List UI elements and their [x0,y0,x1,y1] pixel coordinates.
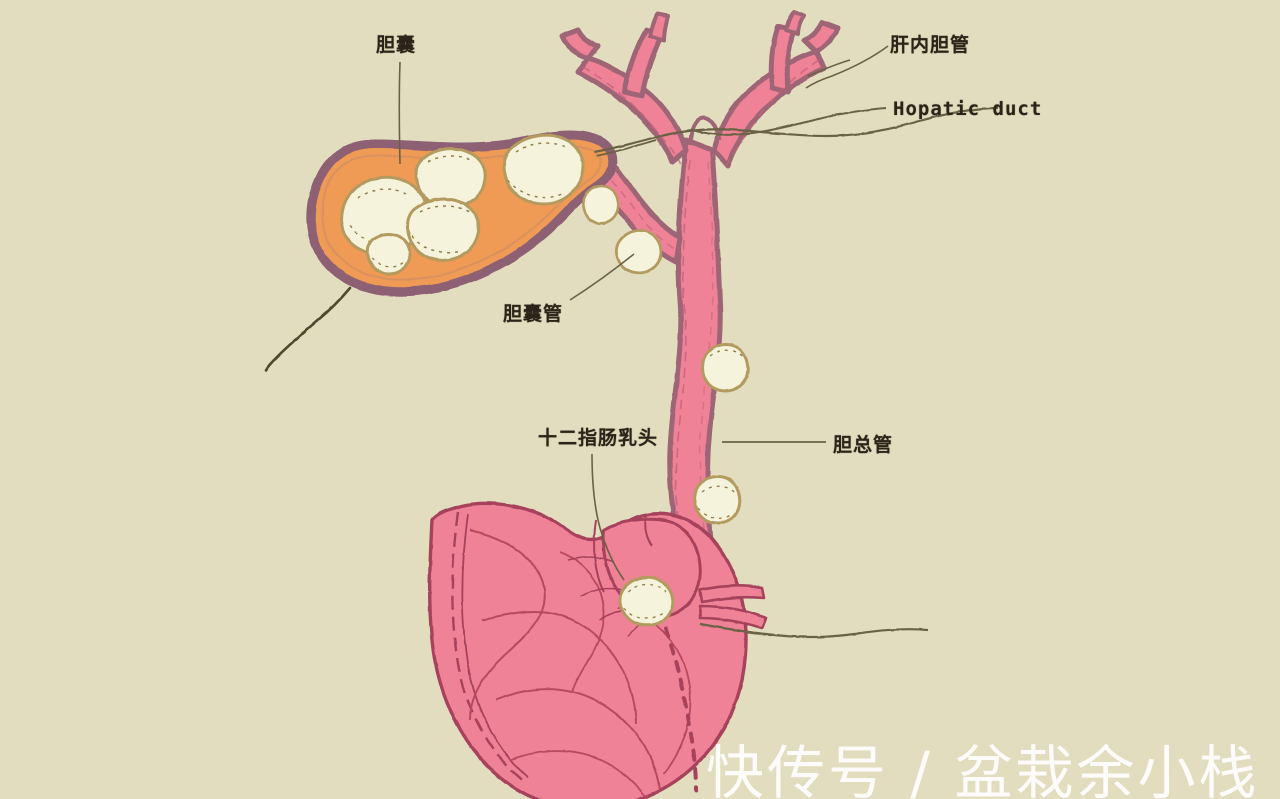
leader-line-cystic-duct [569,253,635,301]
hepatic-confluence-arch [688,116,722,146]
intrahepatic-branch-right-prong-shape [784,10,806,36]
gallstone-papilla-impacted [618,575,675,627]
gallstone-cystic-1 [582,184,620,225]
label-common-bile-duct: 胆总管 [833,434,894,456]
gallstone-gb-2-texture [427,155,475,163]
label-hepatic-duct: Hopatic duct [893,98,1043,120]
gallstone-gb-5 [366,232,412,276]
gallstone-gb-4 [406,197,481,262]
intrahepatic-branch-left-spike-shape [648,12,670,42]
duodenum-fold-2 [481,610,637,725]
accessory-duct-upper [698,584,766,604]
gallstone-gb-3-texture [507,142,569,199]
label-gallbladder: 胆囊 [376,34,417,56]
duodenum-inner-wall-line [461,513,529,779]
duodenum-fold-3 [495,688,661,791]
duodenum-dashed-marker [664,626,698,792]
gallstone-cbd-1-texture [709,349,745,359]
intrahepatic-branch-left-lateral-shape [559,27,601,61]
intrahepatic-branch-right-lateral-shape [801,19,841,55]
leader-lines-group [264,45,999,639]
leader-line-papilla [591,453,625,581]
gallstone-cystic-2 [615,229,663,275]
gallstones-group [340,133,750,627]
gallstone-gb-5-texture [371,257,405,268]
gallstone-papilla-texture [623,583,667,619]
freehand-line-upper-sweep [593,106,999,154]
label-intrahepatic-bile-duct: 肝内胆管 [890,34,971,56]
freehand-line-right-tip [807,59,851,77]
duodenum-fold-4 [509,750,647,799]
duodenum-fold-1 [469,529,546,721]
gallstone-gb-1-texture [349,188,407,247]
leader-line-gallbladder [398,61,401,165]
papilla-neck-line-right [644,515,653,547]
gallstone-gb-3 [502,133,585,206]
gallstone-gb-2 [414,147,487,210]
label-cystic-duct: 胆囊管 [503,303,564,325]
gallstone-cbd-2-texture [697,485,737,519]
gallstone-cbd-2 [693,475,742,525]
label-duodenal-papilla: 十二指肠乳头 [538,427,659,449]
duct-inner-fold-right-hepatic [723,59,821,171]
duodenum-group [428,501,768,799]
papilla-radiating-line-1 [567,556,615,563]
leader-line-hepatic-duct [691,107,887,136]
gallstone-gb-4-texture [411,205,471,254]
freehand-line-gb-connector [595,139,657,157]
leader-line-intrahepatic [805,45,889,89]
gallstone-cbd-1 [701,343,750,393]
freehand-line-gallbladder-tail [264,286,352,372]
duodenum-fold-5 [559,551,605,693]
duct-inner-fold-left-hepatic [581,65,681,165]
freehand-line-lower-sweep [699,622,929,639]
accessory-duct-lower [698,604,768,630]
duodenum-serosa-band [451,511,523,781]
papilla-neck-line-left [593,519,605,593]
